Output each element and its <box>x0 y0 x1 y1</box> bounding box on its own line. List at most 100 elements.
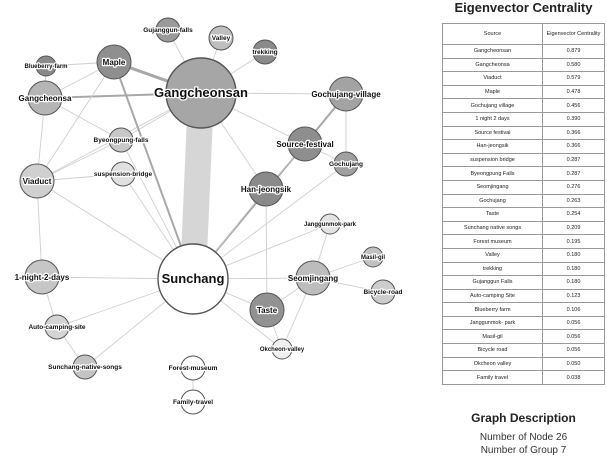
source-cell: Source festival <box>442 125 543 141</box>
source-cell: Viaduct <box>442 71 543 86</box>
node-label: Taste <box>257 306 278 315</box>
centrality-cell: 0.209 <box>542 220 605 236</box>
node-circle <box>19 163 55 199</box>
node-label: Okcheon-valley <box>260 347 305 353</box>
node-gangcheonsa[interactable]: Gangcheonsa <box>17 80 73 116</box>
centrality-cell: 0.366 <box>542 139 605 154</box>
edge-maple-viaduct <box>36 61 115 182</box>
node-label: Auto-camping-site <box>28 324 85 331</box>
source-cell: Byeongpung Falls <box>442 166 543 181</box>
node-circle <box>165 57 237 129</box>
node-circle <box>370 279 396 305</box>
node-suspension[interactable]: suspension-bridge <box>93 161 154 187</box>
centrality-cell: 0.456 <box>542 98 605 113</box>
node-circle <box>362 246 384 268</box>
node-circle <box>24 259 60 295</box>
node-circle <box>155 17 181 43</box>
source-cell: Forest museum <box>442 234 543 249</box>
source-cell: Sunchang native songs <box>442 220 543 236</box>
source-column-header: Source <box>442 23 543 45</box>
source-cell: trekking <box>442 261 543 277</box>
node-one-night[interactable]: 1-night-2-days <box>13 259 71 295</box>
node-janggunmok[interactable]: Janggunmok-park <box>303 213 358 235</box>
node-label: Byeongpung-falls <box>94 137 149 144</box>
node-circle <box>252 39 278 65</box>
edge-maple-sunchang <box>113 61 194 280</box>
centrality-cell: 0.123 <box>542 288 605 304</box>
node-forest-museum[interactable]: Forest-museum <box>167 355 219 381</box>
centrality-table: Source Eigenvector Centrality Gangcheons… <box>442 23 605 385</box>
node-label: Blueberry-farm <box>24 64 67 70</box>
node-circle <box>249 292 285 328</box>
node-sunchang[interactable]: Sunchang <box>157 243 229 315</box>
node-circle <box>157 243 229 315</box>
source-cell: Blueberry farm <box>442 302 543 317</box>
source-cell: Okcheon valley <box>442 356 543 372</box>
node-family-travel[interactable]: Family-travel <box>172 389 215 415</box>
source-cell: Han-jeongsik <box>442 139 543 154</box>
node-gochujang-village[interactable]: Gochujang-village <box>310 76 383 112</box>
node-circle <box>108 127 134 153</box>
node-valley[interactable]: Valley <box>208 25 234 51</box>
source-cell: Taste <box>442 207 543 222</box>
centrality-cell: 0.106 <box>542 302 605 317</box>
source-cell: Gochujang <box>442 193 543 209</box>
source-cell: Janggunmok- park <box>442 315 543 331</box>
node-label: 1-night-2-days <box>15 273 70 282</box>
node-okcheon[interactable]: Okcheon-valley <box>259 338 306 360</box>
node-native-songs[interactable]: Sunchang-native-songs <box>47 354 124 380</box>
description-title: Graph Description <box>471 411 576 425</box>
node-label: Source-festival <box>276 140 333 149</box>
centrality-cell: 0.263 <box>542 193 605 209</box>
centrality-cell: 0.056 <box>542 343 605 358</box>
node-label: Seomjingang <box>288 274 338 283</box>
node-label: Gangcheonsa <box>19 94 72 103</box>
node-label: Gochujang-village <box>311 90 381 99</box>
node-blueberry[interactable]: Blueberry-farm <box>23 55 69 77</box>
node-hanjeongsik[interactable]: Han-jeongsik <box>240 171 293 207</box>
centrality-cell: 0.038 <box>542 370 605 385</box>
node-masil[interactable]: Masil-gil <box>360 246 387 268</box>
node-seomjingang[interactable]: Seomjingang <box>287 260 340 296</box>
node-viaduct[interactable]: Viaduct <box>19 163 55 199</box>
node-bicycle[interactable]: Bicycle-road <box>362 279 404 305</box>
node-gangcheonsan[interactable]: Gangcheonsan <box>153 57 249 129</box>
node-source-festival[interactable]: Source-festival <box>275 126 335 162</box>
node-byeongpung[interactable]: Byeongpung-falls <box>92 127 150 153</box>
centrality-cell: 0.056 <box>542 315 605 331</box>
node-label: Gujanggun-falls <box>143 27 193 34</box>
centrality-cell: 0.180 <box>542 261 605 277</box>
node-auto-camping[interactable]: Auto-camping-site <box>27 314 87 340</box>
centrality-cell: 0.287 <box>542 152 605 168</box>
node-circle <box>287 126 323 162</box>
node-trekking[interactable]: trekking <box>251 39 279 65</box>
node-gujanggun[interactable]: Gujanggun-falls <box>142 17 194 43</box>
source-cell: 1 night 2 days <box>442 111 543 127</box>
source-cell: Seomjingang <box>442 179 543 195</box>
node-circle <box>96 44 132 80</box>
node-taste[interactable]: Taste <box>249 292 285 328</box>
node-maple[interactable]: Maple <box>96 44 132 80</box>
node-gochujang[interactable]: Gochujang <box>328 151 364 177</box>
centrality-cell: 0.366 <box>542 125 605 141</box>
node-label: Janggunmok-park <box>304 222 357 228</box>
node-circle <box>110 161 136 187</box>
source-cell: Bicycle road <box>442 343 543 358</box>
